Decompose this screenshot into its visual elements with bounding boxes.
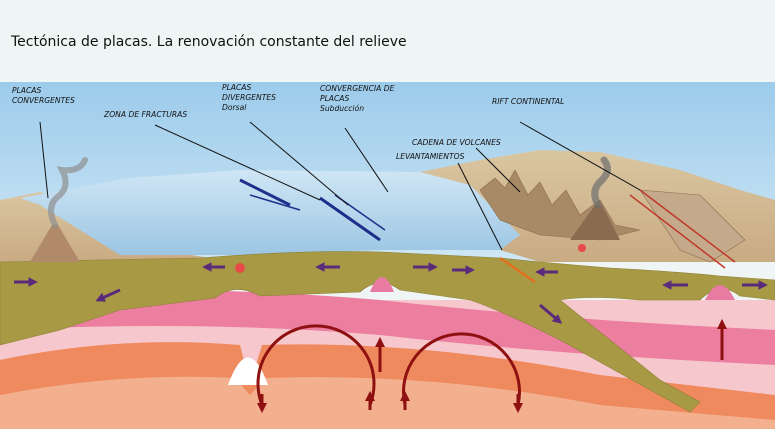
dorsal-ridge-3 bbox=[249, 194, 301, 211]
leader-fracturas bbox=[154, 124, 321, 201]
plate-arrow bbox=[95, 288, 121, 302]
dorsal-ridge-2 bbox=[319, 196, 381, 242]
right-volcano-magma bbox=[578, 244, 586, 252]
rift-line-1 bbox=[639, 189, 736, 263]
left-volcano-magma bbox=[235, 263, 245, 273]
label-placas-convergentes-1: PLACAS bbox=[12, 86, 42, 95]
leader-convergentes bbox=[39, 121, 49, 199]
rift-valley bbox=[639, 189, 746, 263]
leader-convergencia bbox=[344, 127, 389, 193]
label-placas-divergentes-2: DIVERGENTES bbox=[222, 93, 276, 102]
mantle-inner-band bbox=[0, 376, 775, 429]
subduction-zone bbox=[499, 256, 536, 284]
label-zona-fracturas: ZONA DE FRACTURAS bbox=[103, 110, 187, 119]
plate-tectonics-diagram: PLACAS CONVERGENTES ZONA DE FRACTURAS PL… bbox=[0, 82, 775, 429]
dorsal-ridge-1 bbox=[239, 178, 291, 207]
leader-rift bbox=[519, 121, 641, 191]
lithosphere-layer bbox=[0, 251, 775, 413]
diagram-title: Tectónica de placas. La renovación const… bbox=[11, 34, 407, 50]
label-convergencia-2: PLACAS bbox=[320, 94, 350, 103]
label-placas-divergentes-1: PLACAS bbox=[222, 83, 252, 92]
label-placas-convergentes-2: CONVERGENTES bbox=[12, 96, 75, 105]
leader-volcanes bbox=[475, 147, 521, 193]
title-bar: Tectónica de placas. La renovación const… bbox=[0, 0, 775, 82]
leader-divergentes bbox=[249, 121, 349, 206]
plate-arrow bbox=[539, 303, 563, 324]
label-convergencia-1: CONVERGENCIA DE bbox=[320, 84, 395, 93]
label-rift-continental: RIFT CONTINENTAL bbox=[492, 97, 564, 106]
label-subduccion: Subducción bbox=[320, 104, 364, 113]
label-dorsal: Dorsal bbox=[222, 103, 247, 112]
left-volcano bbox=[30, 225, 80, 262]
right-volcano-smoke bbox=[591, 156, 611, 209]
label-levantamientos: LEVANTAMIENTOS bbox=[396, 152, 465, 161]
convection-cell-left bbox=[256, 324, 376, 406]
ocean-surface bbox=[20, 170, 520, 255]
leader-levantamientos bbox=[457, 162, 503, 251]
rift-line-2 bbox=[629, 194, 726, 269]
left-volcano-smoke bbox=[48, 157, 88, 228]
rift-magma bbox=[705, 285, 735, 300]
label-cadena-volcanes: CADENA DE VOLCANES bbox=[412, 138, 501, 147]
convection-cell-right bbox=[402, 332, 521, 406]
right-volcano bbox=[570, 205, 620, 240]
dorsal-magma bbox=[370, 277, 394, 292]
